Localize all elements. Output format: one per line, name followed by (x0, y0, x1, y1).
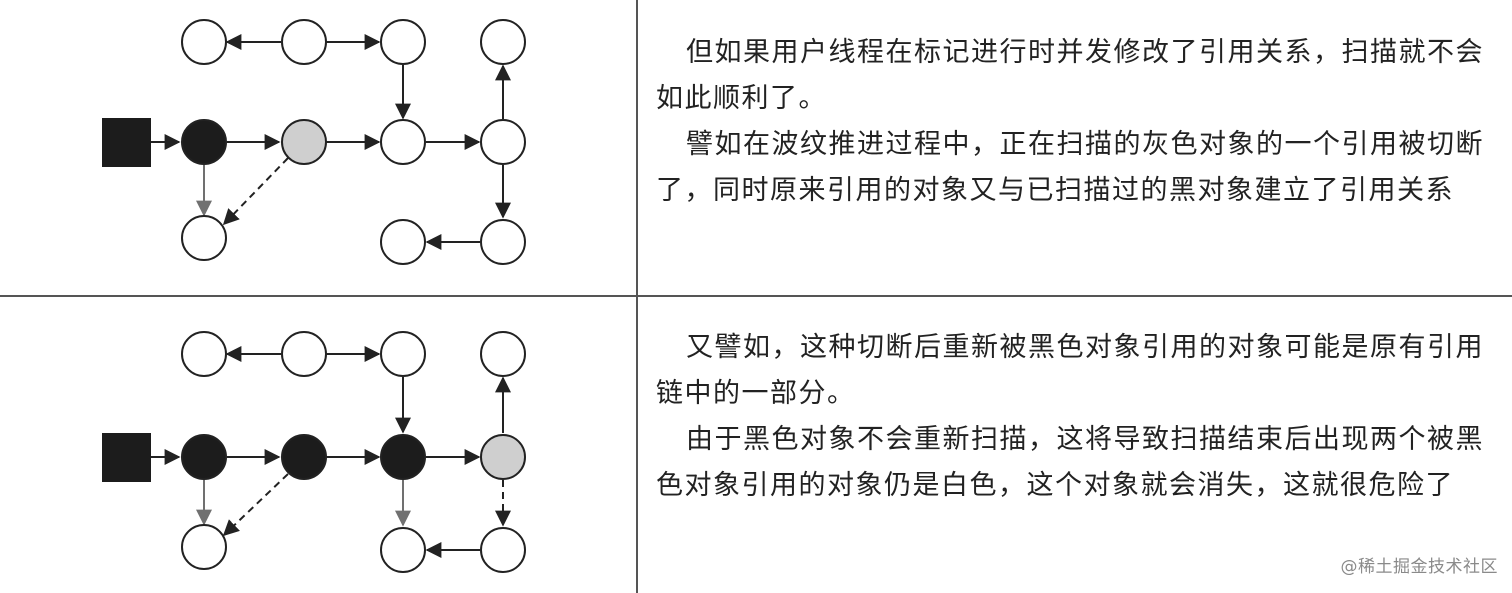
gray-node (480, 434, 526, 480)
white-node (480, 119, 526, 165)
root-node (102, 433, 151, 482)
object-graph-diagram-2 (102, 331, 526, 573)
white-node (380, 219, 426, 265)
white-node (281, 19, 327, 65)
horizontal-divider (0, 295, 1512, 297)
white-node (380, 19, 426, 65)
object-graph-diagram-1 (102, 19, 526, 265)
black-node (281, 434, 327, 480)
panel-object-disappears: 又譬如，这种切断后重新被黑色对象引用的对象可能是原有引用链中的一部分。 由于黑色… (0, 297, 1512, 593)
watermark-text: @稀土掘金技术社区 (1340, 557, 1498, 577)
white-node (181, 331, 227, 377)
white-node (181, 19, 227, 65)
paragraph: 譬如在波纹推进过程中，正在扫描的灰色对象的一个引用被切断了，同时原来引用的对象又… (656, 129, 1484, 206)
description-text: 又譬如，这种切断后重新被黑色对象引用的对象可能是原有引用链中的一部分。 由于黑色… (656, 325, 1501, 509)
white-node (480, 19, 526, 65)
white-node (281, 331, 327, 377)
white-node (181, 215, 227, 261)
root-node (102, 118, 151, 167)
vertical-divider (636, 0, 638, 593)
white-node (380, 527, 426, 573)
white-node (380, 119, 426, 165)
white-node (380, 331, 426, 377)
gray-node (281, 119, 327, 165)
paragraph: 又譬如，这种切断后重新被黑色对象引用的对象可能是原有引用链中的一部分。 (656, 332, 1484, 409)
white-node (480, 331, 526, 377)
paragraph: 由于黑色对象不会重新扫描，这将导致扫描结束后出现两个被黑色对象引用的对象仍是白色… (656, 424, 1484, 501)
panel-concurrent-modification: 但如果用户线程在标记进行时并发修改了引用关系，扫描就不会如此顺利了。 譬如在波纹… (0, 0, 1512, 295)
black-node (181, 119, 227, 165)
white-node (480, 219, 526, 265)
black-node (181, 434, 227, 480)
paragraph: 但如果用户线程在标记进行时并发修改了引用关系，扫描就不会如此顺利了。 (656, 37, 1484, 114)
black-node (380, 434, 426, 480)
edge-arrow-dashed (222, 473, 289, 537)
description-text: 但如果用户线程在标记进行时并发修改了引用关系，扫描就不会如此顺利了。 譬如在波纹… (656, 30, 1501, 214)
edge-arrow-dashed (222, 157, 289, 226)
white-node (181, 524, 227, 570)
white-node (480, 527, 526, 573)
